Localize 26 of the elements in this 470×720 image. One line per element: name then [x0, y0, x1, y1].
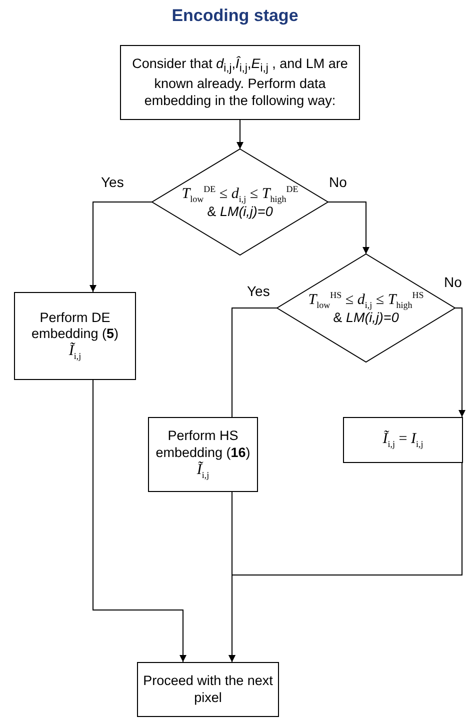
edge-label: Yes	[100, 175, 125, 189]
formula-text: Ĩ$_{i,j}$	[68, 342, 82, 362]
process-box	[137, 662, 279, 717]
edge-label: Yes	[246, 284, 271, 298]
box-text: Perform HS embedding (16)	[154, 428, 252, 461]
box-text: Proceed with the next pixel	[142, 673, 274, 706]
box-text: Perform DE embedding (5)	[30, 310, 120, 342]
edge-label: No	[443, 275, 463, 289]
diagram-title: Encoding stage	[170, 6, 300, 26]
condition-text: & LM(i,j)=0	[207, 204, 273, 220]
edge-label: No	[328, 175, 348, 189]
arrow	[454, 308, 466, 418]
arrow	[90, 202, 152, 292]
formula-text: Ĩ$_{i,j}$	[196, 460, 210, 481]
arrow	[236, 120, 244, 150]
process-box	[120, 45, 360, 120]
box-text: Consider that d$_{i,j}$,Î$_{i,j}$,E$_{i,j}$ , and LM are known already. Perform data embedding in the following way:	[131, 56, 349, 109]
formula-text: Ĩ$_{i,j}$ = I$_{i,j}$	[382, 430, 424, 450]
decision-diamond	[152, 149, 328, 255]
process-box	[148, 417, 258, 492]
process-box	[14, 292, 136, 380]
condition-text: & LM(i,j)=0	[333, 310, 399, 326]
arrow	[92, 380, 186, 662]
process-box	[343, 417, 463, 463]
arrow	[328, 202, 370, 254]
arrow	[228, 462, 462, 662]
